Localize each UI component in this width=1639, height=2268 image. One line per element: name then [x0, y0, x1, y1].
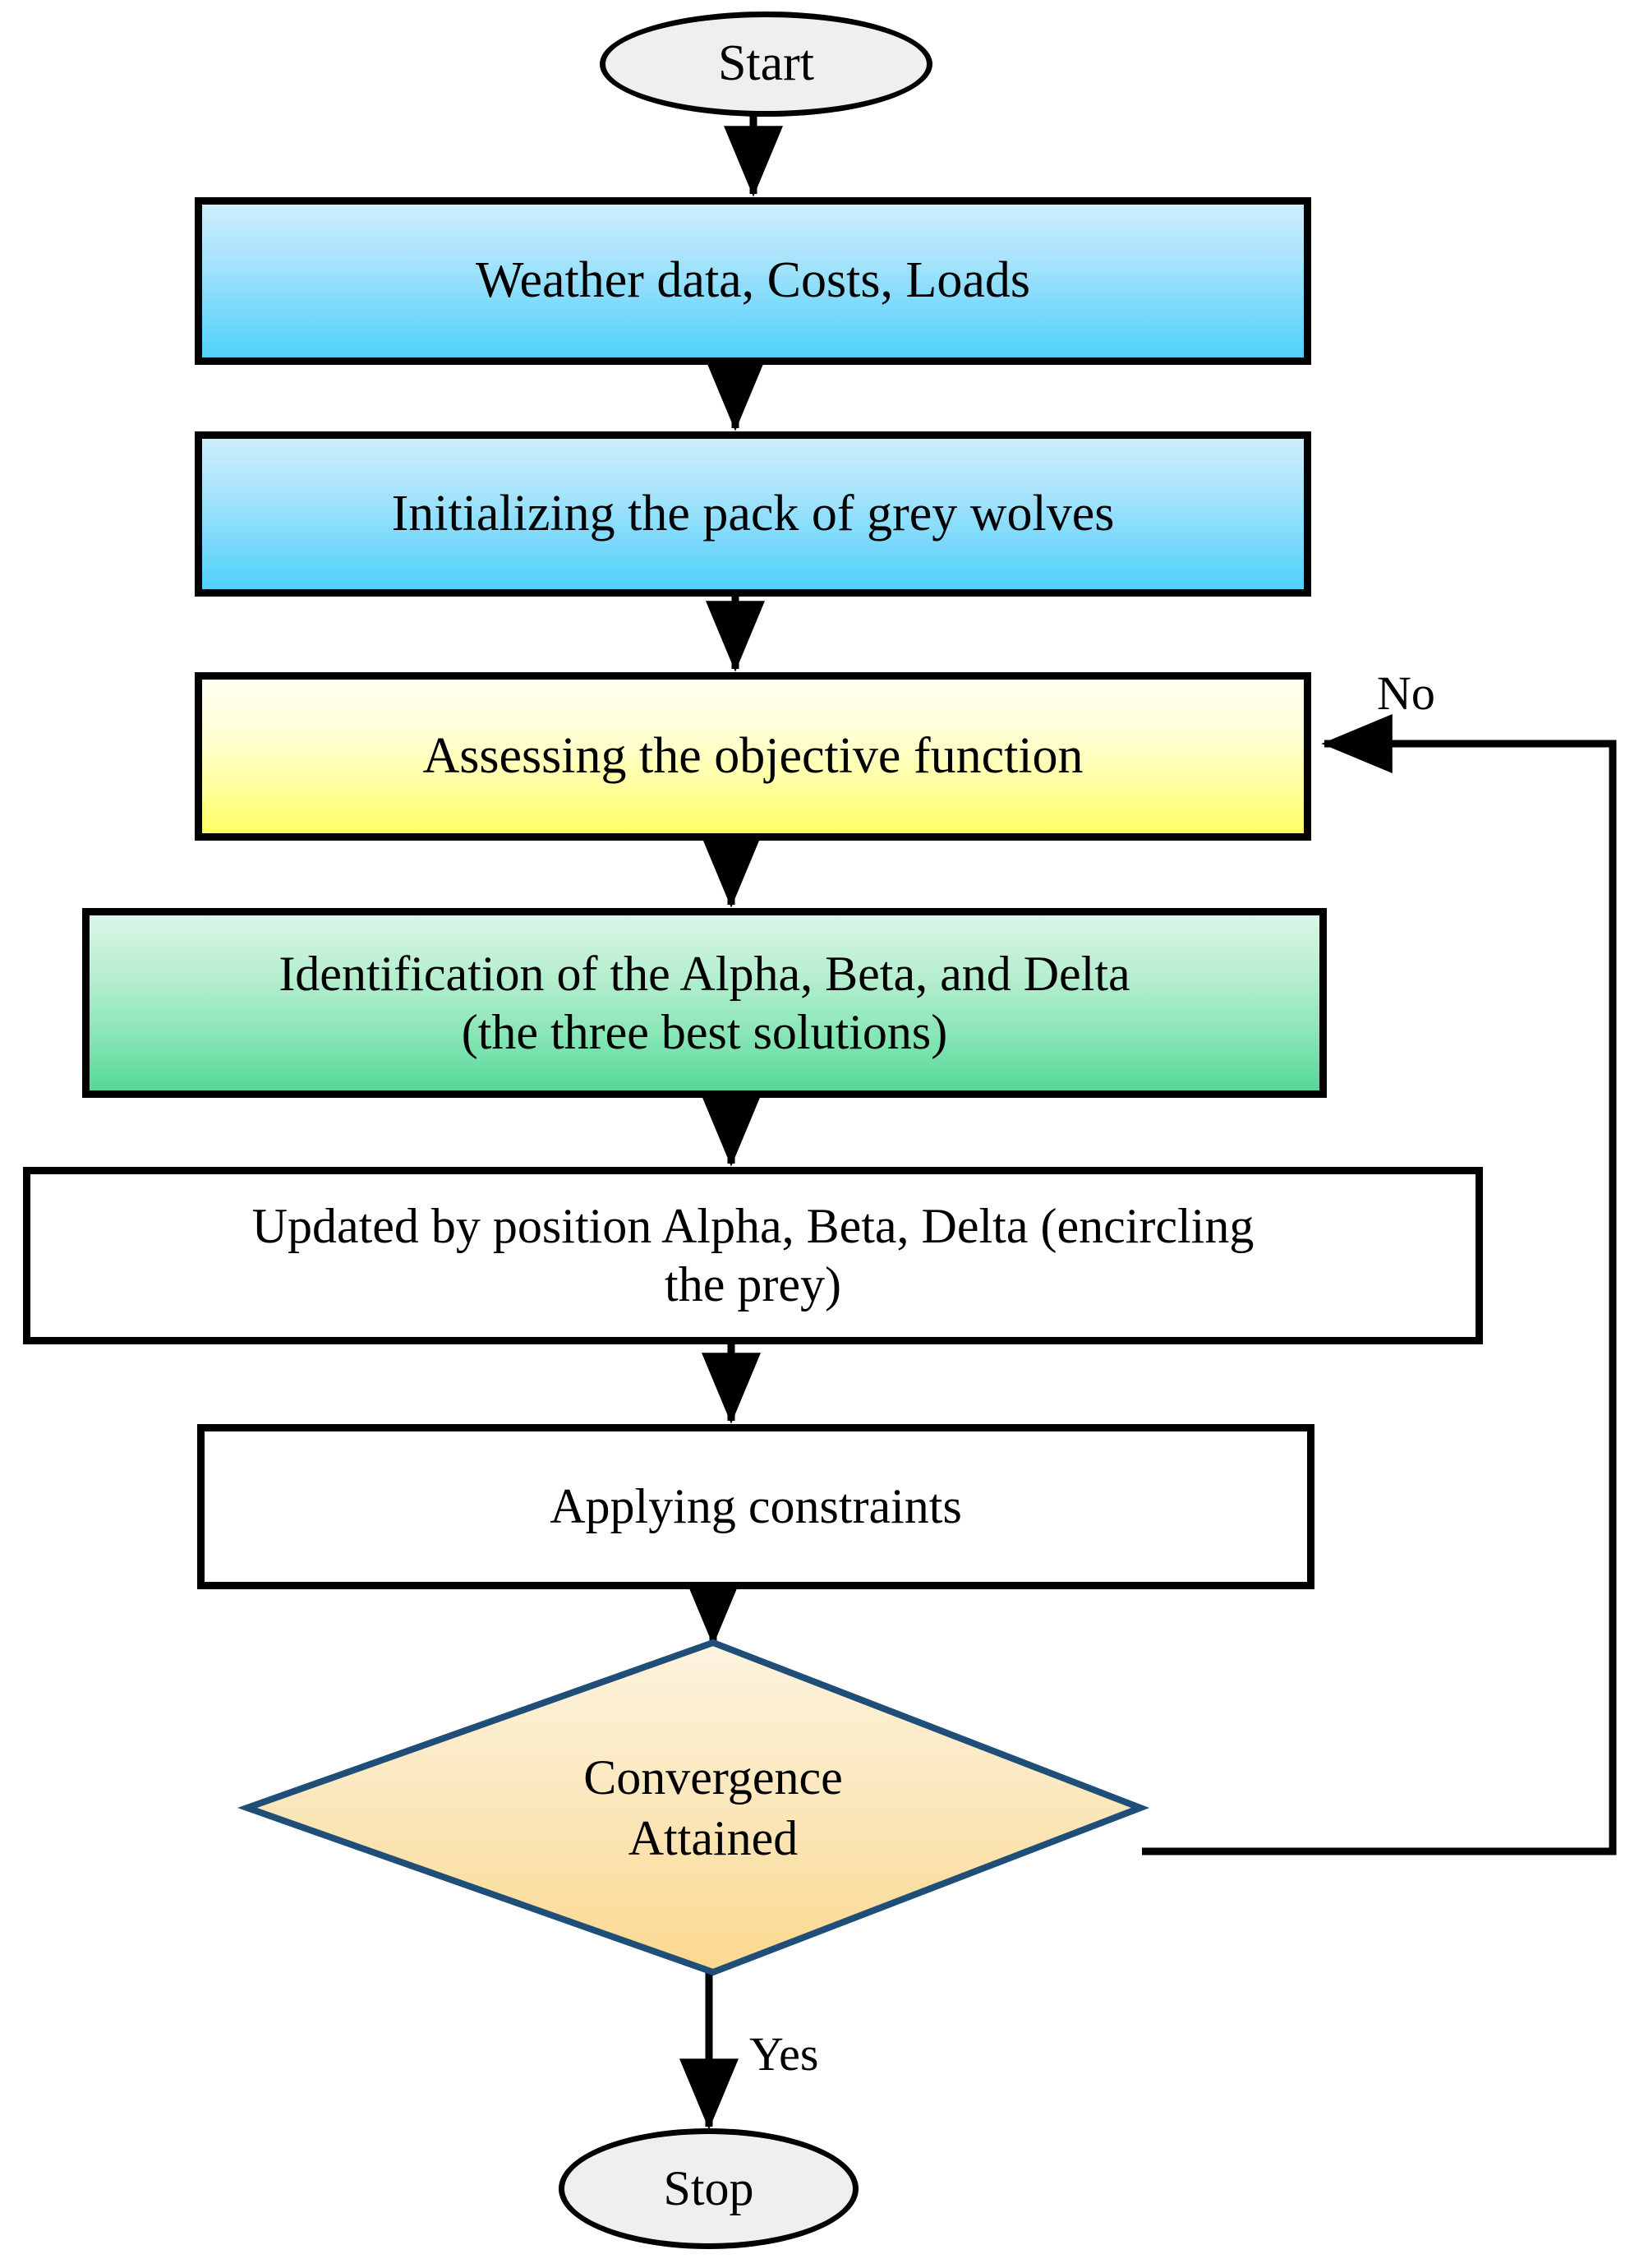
node-initialize[interactable]: Initializing the pack of grey wolves: [195, 431, 1311, 597]
node-identify-line1: Identification of the Alpha, Beta, and D…: [279, 946, 1130, 1001]
node-initialize-label: Initializing the pack of grey wolves: [391, 485, 1115, 542]
edge-label-yes: Yes: [749, 2027, 819, 2081]
node-update[interactable]: Updated by position Alpha, Beta, Delta (…: [23, 1167, 1483, 1344]
node-assess-label: Assessing the objective function: [422, 727, 1084, 784]
node-assess[interactable]: Assessing the objective function: [195, 672, 1311, 841]
node-constraints[interactable]: Applying constraints: [197, 1424, 1314, 1589]
node-inputs[interactable]: Weather data, Costs, Loads: [195, 197, 1311, 365]
node-update-line1: Updated by position Alpha, Beta, Delta (…: [251, 1199, 1255, 1254]
node-start-label: Start: [717, 35, 815, 92]
node-decision[interactable]: Convergence Attained: [467, 1742, 960, 1874]
node-constraints-label: Applying constraints: [550, 1479, 962, 1534]
node-decision-line1: Convergence: [583, 1749, 843, 1805]
node-start[interactable]: Start: [600, 12, 932, 117]
node-update-line2: the prey): [665, 1257, 841, 1311]
edge-label-no: No: [1377, 666, 1435, 720]
edge-feedback-no: [1142, 714, 1617, 1855]
node-decision-line2: Attained: [628, 1811, 799, 1865]
node-identify-line2: (the three best solutions): [461, 1004, 948, 1059]
node-identify[interactable]: Identification of the Alpha, Beta, and D…: [82, 908, 1327, 1098]
node-stop[interactable]: Stop: [559, 2128, 859, 2249]
decision-diamond-shape: [237, 1639, 1150, 1976]
node-inputs-label: Weather data, Costs, Loads: [475, 252, 1031, 309]
node-stop-label: Stop: [663, 2161, 754, 2216]
